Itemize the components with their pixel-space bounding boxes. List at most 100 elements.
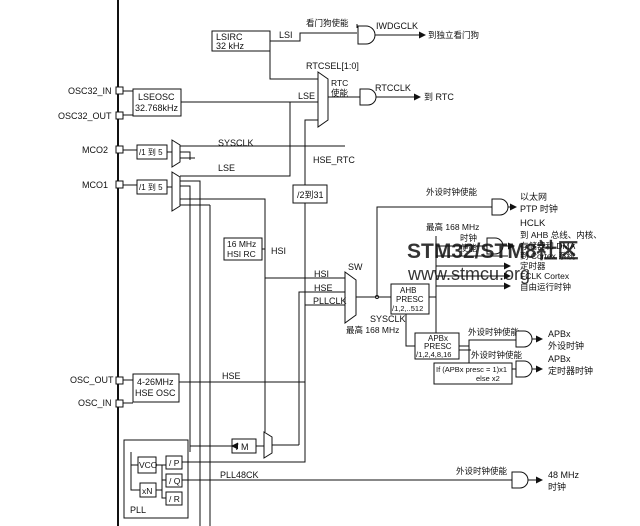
clock-enable-2: 使能 xyxy=(460,243,478,253)
osc-in-pin xyxy=(115,399,124,408)
vco-label: VCO xyxy=(139,460,158,470)
div-p-label: / P xyxy=(169,458,180,468)
lsirc-label-2: 32 kHz xyxy=(216,41,245,51)
mco1-div-label: /1 到 5 xyxy=(139,183,163,192)
apb-timer-note-1: If (APBx presc = 1)x1 xyxy=(436,365,507,374)
ptp-label-1: 以太网 xyxy=(520,191,547,202)
hseosc-block xyxy=(132,373,180,403)
apbx-presc-2: PRESC xyxy=(424,342,452,351)
max168-hclk-label: 最高 168 MHz xyxy=(426,222,479,232)
hsi-mco-label: HSI xyxy=(271,246,286,256)
div-r-label: / R xyxy=(169,494,180,504)
hclk-desc-0: HCLK xyxy=(520,218,546,229)
rtcsel-label: RTCSEL[1:0] xyxy=(306,61,359,71)
rtcclk-label: RTCCLK xyxy=(375,83,411,93)
osc32-in-pin xyxy=(115,86,124,95)
lseosc-label-2: 32.768kHz xyxy=(135,103,179,113)
hseosc-label-1: 4-26MHz xyxy=(137,377,174,387)
watermark-url: www.stmcu.org xyxy=(407,264,530,284)
apbx-presc-3: /1,2,4,8,16 xyxy=(416,350,451,359)
hsirc-label-1: 16 MHz xyxy=(227,239,256,249)
apbx-enable-label: 外设时钟使能 xyxy=(468,327,520,337)
apbx-timer-label-1: APBx xyxy=(548,354,571,364)
usb48-and-gate xyxy=(511,471,529,489)
hclk-desc-4: 定时器 xyxy=(520,261,546,271)
pll-label: PLL xyxy=(130,505,146,515)
hclk-desc-5: FCLK Cortex xyxy=(520,271,570,281)
hclk-and-gate xyxy=(486,237,504,255)
hclk-desc-2: 存储器和 DMA xyxy=(520,241,576,251)
mco2-pin xyxy=(115,145,124,154)
mco1-label: MCO1 xyxy=(82,180,108,190)
hse-mux-label: HSE xyxy=(314,283,333,293)
rtc-and-gate xyxy=(359,88,377,106)
div-m-label: / M xyxy=(236,442,249,452)
ptp-and-gate xyxy=(491,198,509,216)
ahb-presc-block xyxy=(390,283,430,315)
usb48-label-1: 48 MHz xyxy=(548,470,580,480)
div2-31-block xyxy=(292,184,328,204)
hsirc-label-2: HSI RC xyxy=(227,249,256,259)
apbx-timer-label-2: 定时器时钟 xyxy=(548,365,593,376)
pll-source-mux xyxy=(263,431,273,459)
ahb-presc-2: PRESC xyxy=(396,295,424,304)
xn-label: xN xyxy=(142,486,152,496)
pllclk-label: PLLCLK xyxy=(313,296,347,306)
apbx-timer-and-gate xyxy=(515,360,533,378)
ptp-enable-label: 外设时钟使能 xyxy=(426,187,478,197)
mco2-div-label: /1 到 5 xyxy=(139,148,163,157)
hclk-desc-6: 自由运行时钟 xyxy=(520,282,571,292)
osc-out-label: OSC_OUT xyxy=(70,375,114,385)
apbx-presc-1: APBx xyxy=(428,334,448,343)
mco1-pin xyxy=(115,180,124,189)
sw-mux xyxy=(344,271,357,324)
osc32-in-label: OSC32_IN xyxy=(68,86,112,96)
to-rtc-label: 到 RTC xyxy=(424,91,454,102)
clock-enable-1: 时钟 xyxy=(460,233,477,243)
apbx-label-1: APBx xyxy=(548,329,571,339)
apb-timer-note-2: else x2 xyxy=(476,374,500,383)
iwdgclk-label: IWDGCLK xyxy=(376,21,418,31)
sysclk-out-label: SYSCLK xyxy=(370,314,406,324)
pll48ck-label: PLL48CK xyxy=(220,470,259,480)
lsi-line xyxy=(270,32,357,42)
apbx-and-gate xyxy=(515,330,533,348)
osc-out-pin xyxy=(115,376,124,385)
usb48-label-2: 时钟 xyxy=(548,481,566,492)
mco2-mux xyxy=(171,139,181,168)
rtc-enable-2: 使能 xyxy=(331,88,349,98)
div2-31-label: /2到31 xyxy=(297,189,324,200)
mco2-label: MCO2 xyxy=(82,145,108,155)
sysclk-mco-label: SYSCLK xyxy=(218,138,254,148)
lsi-to-rtc-line xyxy=(269,41,318,80)
max168-label: 最高 168 MHz xyxy=(346,325,399,335)
lse-mco-label: LSE xyxy=(218,163,235,173)
lseosc-label-1: LSEOSC xyxy=(138,92,175,102)
apbx-timer-enable-label: 外设时钟使能 xyxy=(471,350,523,360)
watermark-brand: STM32/STM8社区 xyxy=(407,239,579,263)
ahb-presc-3: /1,2,..512 xyxy=(392,304,423,313)
to-iwdg-label: 到独立看门狗 xyxy=(428,30,479,40)
hse-main-label: HSE xyxy=(222,371,241,381)
rtc-enable-1: RTC xyxy=(331,78,348,88)
lsirc-label-1: LSIRC xyxy=(216,32,243,42)
hse-rtc-line xyxy=(304,119,318,185)
osc32-out-label: OSC32_OUT xyxy=(58,111,112,121)
hseosc-label-2: HSE OSC xyxy=(135,388,176,398)
rtc-mux xyxy=(317,71,329,128)
hse-rtc-label: HSE_RTC xyxy=(313,155,355,165)
hclk-desc-1: 到 AHB 总线、内核、 xyxy=(520,230,602,240)
usb48-enable-label: 外设时钟使能 xyxy=(456,466,508,476)
watchdog-enable-label: 看门狗使能 xyxy=(306,18,349,28)
watchdog-and-gate xyxy=(357,25,376,45)
osc32-out-pin xyxy=(115,111,124,120)
hsi-signal-label: HSI xyxy=(314,269,329,279)
div-q-label: / Q xyxy=(169,476,181,486)
lse-signal-label: LSE xyxy=(298,91,315,101)
ptp-label-2: PTP 时钟 xyxy=(520,203,558,214)
osc-in-label: OSC_IN xyxy=(78,398,112,408)
ahb-presc-1: AHB xyxy=(400,286,416,295)
apbx-label-2: 外设时钟 xyxy=(548,340,584,351)
lsi-signal-label: LSI xyxy=(279,30,293,40)
